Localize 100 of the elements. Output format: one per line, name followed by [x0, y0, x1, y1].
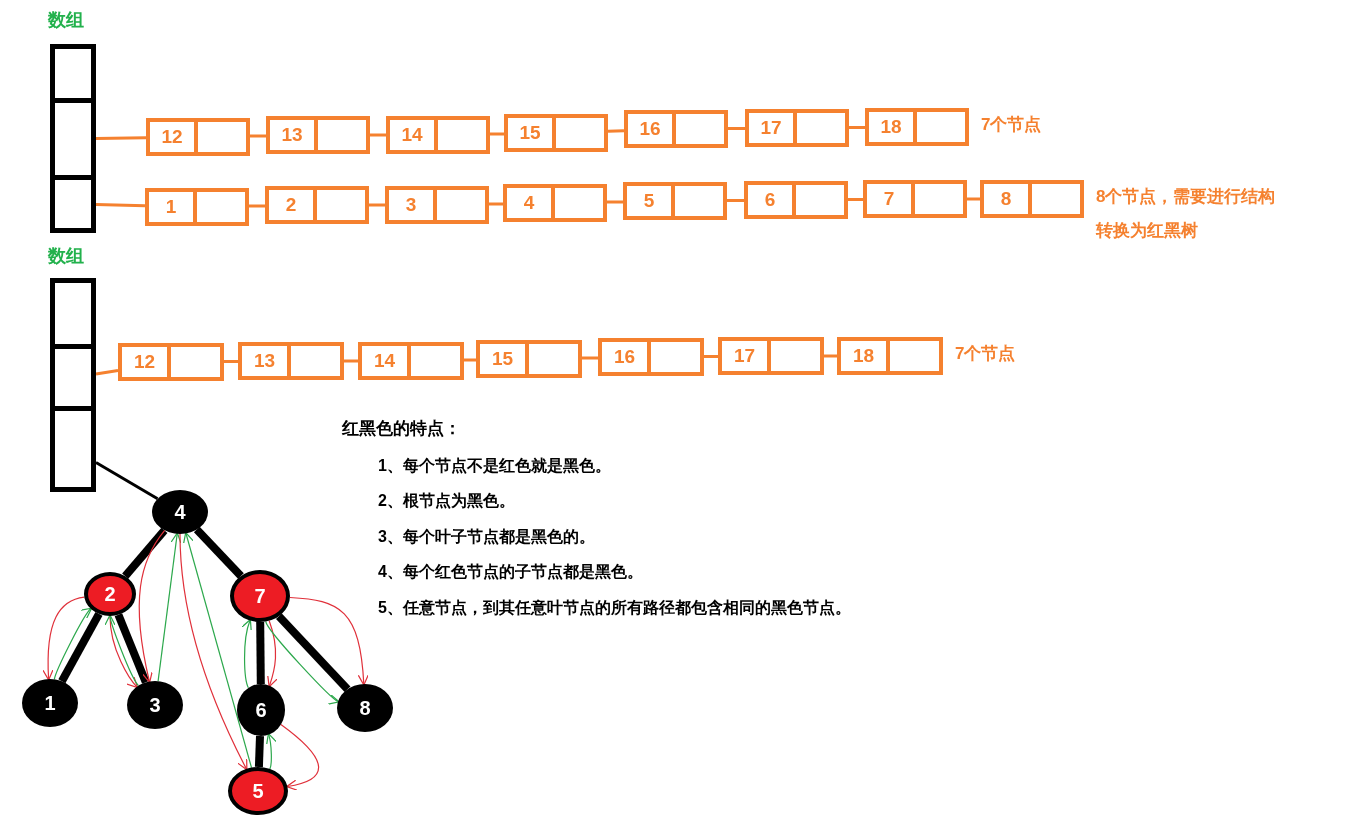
node-value: 4: [522, 192, 536, 214]
node-value: 6: [763, 189, 777, 211]
link-line: [344, 359, 358, 363]
node-value: 14: [400, 124, 424, 146]
node-value: 5: [642, 190, 656, 212]
node-value: 12: [132, 351, 157, 373]
list-node-box: [623, 182, 727, 220]
traversal-arrow: [265, 733, 277, 770]
link-line: [370, 133, 386, 137]
link-line: [488, 202, 504, 206]
node-value: 15: [518, 122, 542, 144]
traversal-arrow: [138, 529, 166, 684]
tree-node-circle: [84, 572, 136, 616]
traversal-arrow: [289, 596, 369, 686]
list-node-box: [598, 338, 704, 376]
node-value: 8: [999, 188, 1013, 210]
node-value: 1: [164, 196, 178, 218]
list-node-box: [745, 109, 849, 147]
traversal-arrow: [53, 607, 93, 680]
tree-link-line: [254, 735, 264, 768]
traversal-arrow: [280, 723, 320, 791]
tree-link-line: [193, 526, 244, 579]
tree-node-circle: [237, 684, 285, 736]
list-node-box: [265, 186, 369, 224]
tree-link-line: [114, 613, 150, 684]
link-line: [727, 198, 744, 203]
node-value: 13: [280, 124, 304, 146]
link-line: [95, 368, 119, 376]
array-heading: 数组: [48, 9, 84, 32]
node-count-note: 7个节点: [981, 114, 1043, 136]
link-line: [463, 358, 477, 362]
tree-node-circle: [230, 570, 290, 622]
array-heading: 数组: [48, 245, 84, 268]
node-value: 3: [149, 693, 161, 717]
tree-link-line: [95, 461, 159, 501]
link-line: [369, 203, 385, 207]
node-value: 2: [104, 582, 116, 606]
link-line: [728, 126, 745, 131]
list-node-box: [744, 181, 848, 219]
node-value: 7: [882, 188, 896, 210]
list-node-box: [146, 118, 250, 156]
rule-text: 1、每个节点不是红色就是黑色。: [378, 455, 611, 476]
link-line: [607, 129, 625, 133]
tree-link-line: [276, 613, 351, 693]
traversal-arrow: [241, 618, 253, 689]
node-value: 16: [638, 118, 662, 140]
node-value: 18: [879, 116, 903, 138]
list-node-box: [863, 180, 967, 218]
list-node-box: [385, 186, 489, 224]
traversal-arrow: [265, 620, 340, 703]
node-value: 2: [284, 194, 298, 216]
link-line: [582, 356, 598, 360]
list-node-box: [118, 343, 224, 381]
tree-link-line: [256, 621, 265, 685]
rules-heading: 红黑色的特点：: [342, 418, 461, 440]
node-value: 8: [359, 696, 371, 720]
tree-node-circle: [127, 681, 183, 729]
node-value: 3: [404, 194, 418, 216]
tree-link-line: [122, 527, 168, 579]
node-value: 7: [254, 584, 266, 608]
traversal-arrow: [157, 532, 182, 682]
list-node-box: [266, 116, 370, 154]
link-line: [607, 200, 623, 204]
link-line: [249, 204, 265, 208]
list-node-box: [718, 337, 824, 375]
link-line: [967, 197, 980, 201]
list-node-box: [358, 342, 464, 380]
node-count-note: 8个节点，需要进行结构转换为红黑树: [1096, 186, 1277, 242]
node-value: 5: [252, 779, 264, 803]
link-line: [223, 359, 239, 364]
link-line: [849, 125, 865, 130]
list-node-box: [386, 116, 490, 154]
list-node-box: [624, 110, 728, 148]
link-line: [95, 203, 146, 208]
rule-text: 5、任意节点，到其任意叶节点的所有路径都包含相同的黑色节点。: [378, 597, 851, 618]
tree-node-circle: [152, 490, 208, 534]
node-value: 17: [732, 345, 757, 367]
list-node-box: [503, 184, 607, 222]
node-value: 6: [255, 698, 267, 722]
node-count-note: 7个节点: [955, 343, 1017, 365]
node-value: 12: [160, 126, 184, 148]
rule-text: 2、根节点为黑色。: [378, 491, 515, 511]
node-value: 4: [174, 500, 186, 524]
node-value: 18: [851, 345, 876, 367]
rule-text: 3、每个叶子节点都是黑色的。: [378, 526, 595, 547]
node-value: 16: [612, 346, 637, 368]
node-value: 15: [490, 348, 515, 370]
tree-link-line: [58, 611, 103, 684]
tree-node-circle: [228, 767, 288, 815]
link-line: [848, 197, 863, 202]
rule-text: 4、每个红色节点的子节点都是黑色。: [378, 562, 643, 582]
tree-node-circle: [337, 684, 393, 732]
list-node-box: [238, 342, 344, 380]
tree-node-circle: [22, 679, 78, 727]
list-node-box: [504, 114, 608, 152]
node-value: 14: [372, 350, 397, 372]
link-line: [250, 134, 266, 138]
link-line: [95, 136, 147, 141]
traversal-arrow: [42, 596, 85, 681]
list-node-box: [476, 340, 582, 378]
